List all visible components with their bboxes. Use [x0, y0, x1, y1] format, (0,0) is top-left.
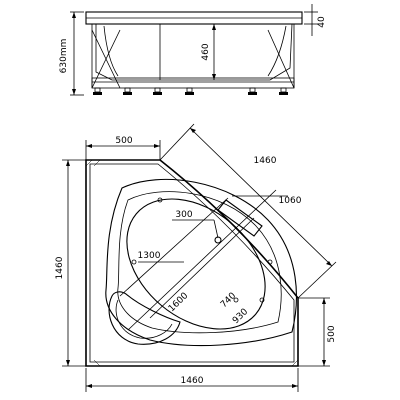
adjustable-feet [93, 87, 288, 95]
overall-height-label: 630mm [59, 39, 69, 74]
tub-shell [95, 23, 293, 81]
dim-left-height: 1460 [55, 159, 86, 367]
dim-drain: 300 [172, 210, 219, 239]
main-bowl [126, 198, 266, 330]
jet-icon [267, 259, 273, 265]
dim-inner-width: 1300 [138, 251, 184, 263]
diagonal-label: 1460 [254, 156, 277, 166]
inner-height-label: 460 [201, 43, 211, 60]
dim-seat-width: 740 [219, 291, 239, 310]
drain-label: 300 [175, 210, 192, 220]
dim-inner-height: 460 [201, 24, 216, 80]
dim-top-width: 500 [85, 136, 161, 160]
dim-seat-length: 930 [231, 307, 251, 326]
basin-outer [105, 178, 297, 347]
dim-right-height: 500 [298, 297, 337, 367]
side-view: 630mm 460 40 [59, 4, 327, 96]
jet-icon [131, 259, 137, 265]
seat-width-label: 740 [219, 291, 239, 310]
dim-bottom-width: 1460 [85, 368, 299, 392]
dim-rim-height: 40 [304, 4, 327, 36]
dim-diagonal: 1460 [159, 123, 337, 299]
rim-height-label: 40 [317, 16, 327, 28]
jet-icon [233, 297, 239, 303]
support-frame [91, 77, 295, 89]
right-height-label: 500 [327, 325, 337, 342]
headrest-label: 1060 [279, 196, 302, 206]
jet-icon [157, 197, 163, 203]
top-width-label: 500 [115, 136, 132, 146]
outer-outline-inner [89, 163, 295, 363]
jet-icon [259, 297, 265, 303]
dim-overall-height: 630mm [59, 11, 84, 96]
left-height-label: 1460 [55, 256, 65, 279]
dim-headrest: 1060 [232, 195, 302, 206]
jets [131, 197, 273, 303]
tub-inner-curve-right [267, 25, 287, 77]
top-view [85, 159, 299, 367]
axis-line [149, 217, 255, 319]
seat-inner [115, 299, 173, 339]
headrest [217, 199, 263, 237]
basin-inner [117, 191, 282, 334]
axis-line-3 [127, 189, 277, 331]
corner-seat [108, 291, 181, 345]
outer-outline [85, 159, 299, 367]
seat-length-label: 930 [231, 307, 251, 326]
frame-brace-right [267, 29, 295, 89]
frame-brace-left-2 [91, 29, 121, 89]
bottom-width-label: 1460 [181, 376, 204, 386]
inner-width-label: 1300 [138, 251, 161, 261]
dim-inner-length: 1600 [167, 291, 191, 314]
outline-hatch [85, 159, 299, 367]
inner-length-label: 1600 [167, 291, 191, 314]
axis-line-2 [119, 197, 229, 297]
